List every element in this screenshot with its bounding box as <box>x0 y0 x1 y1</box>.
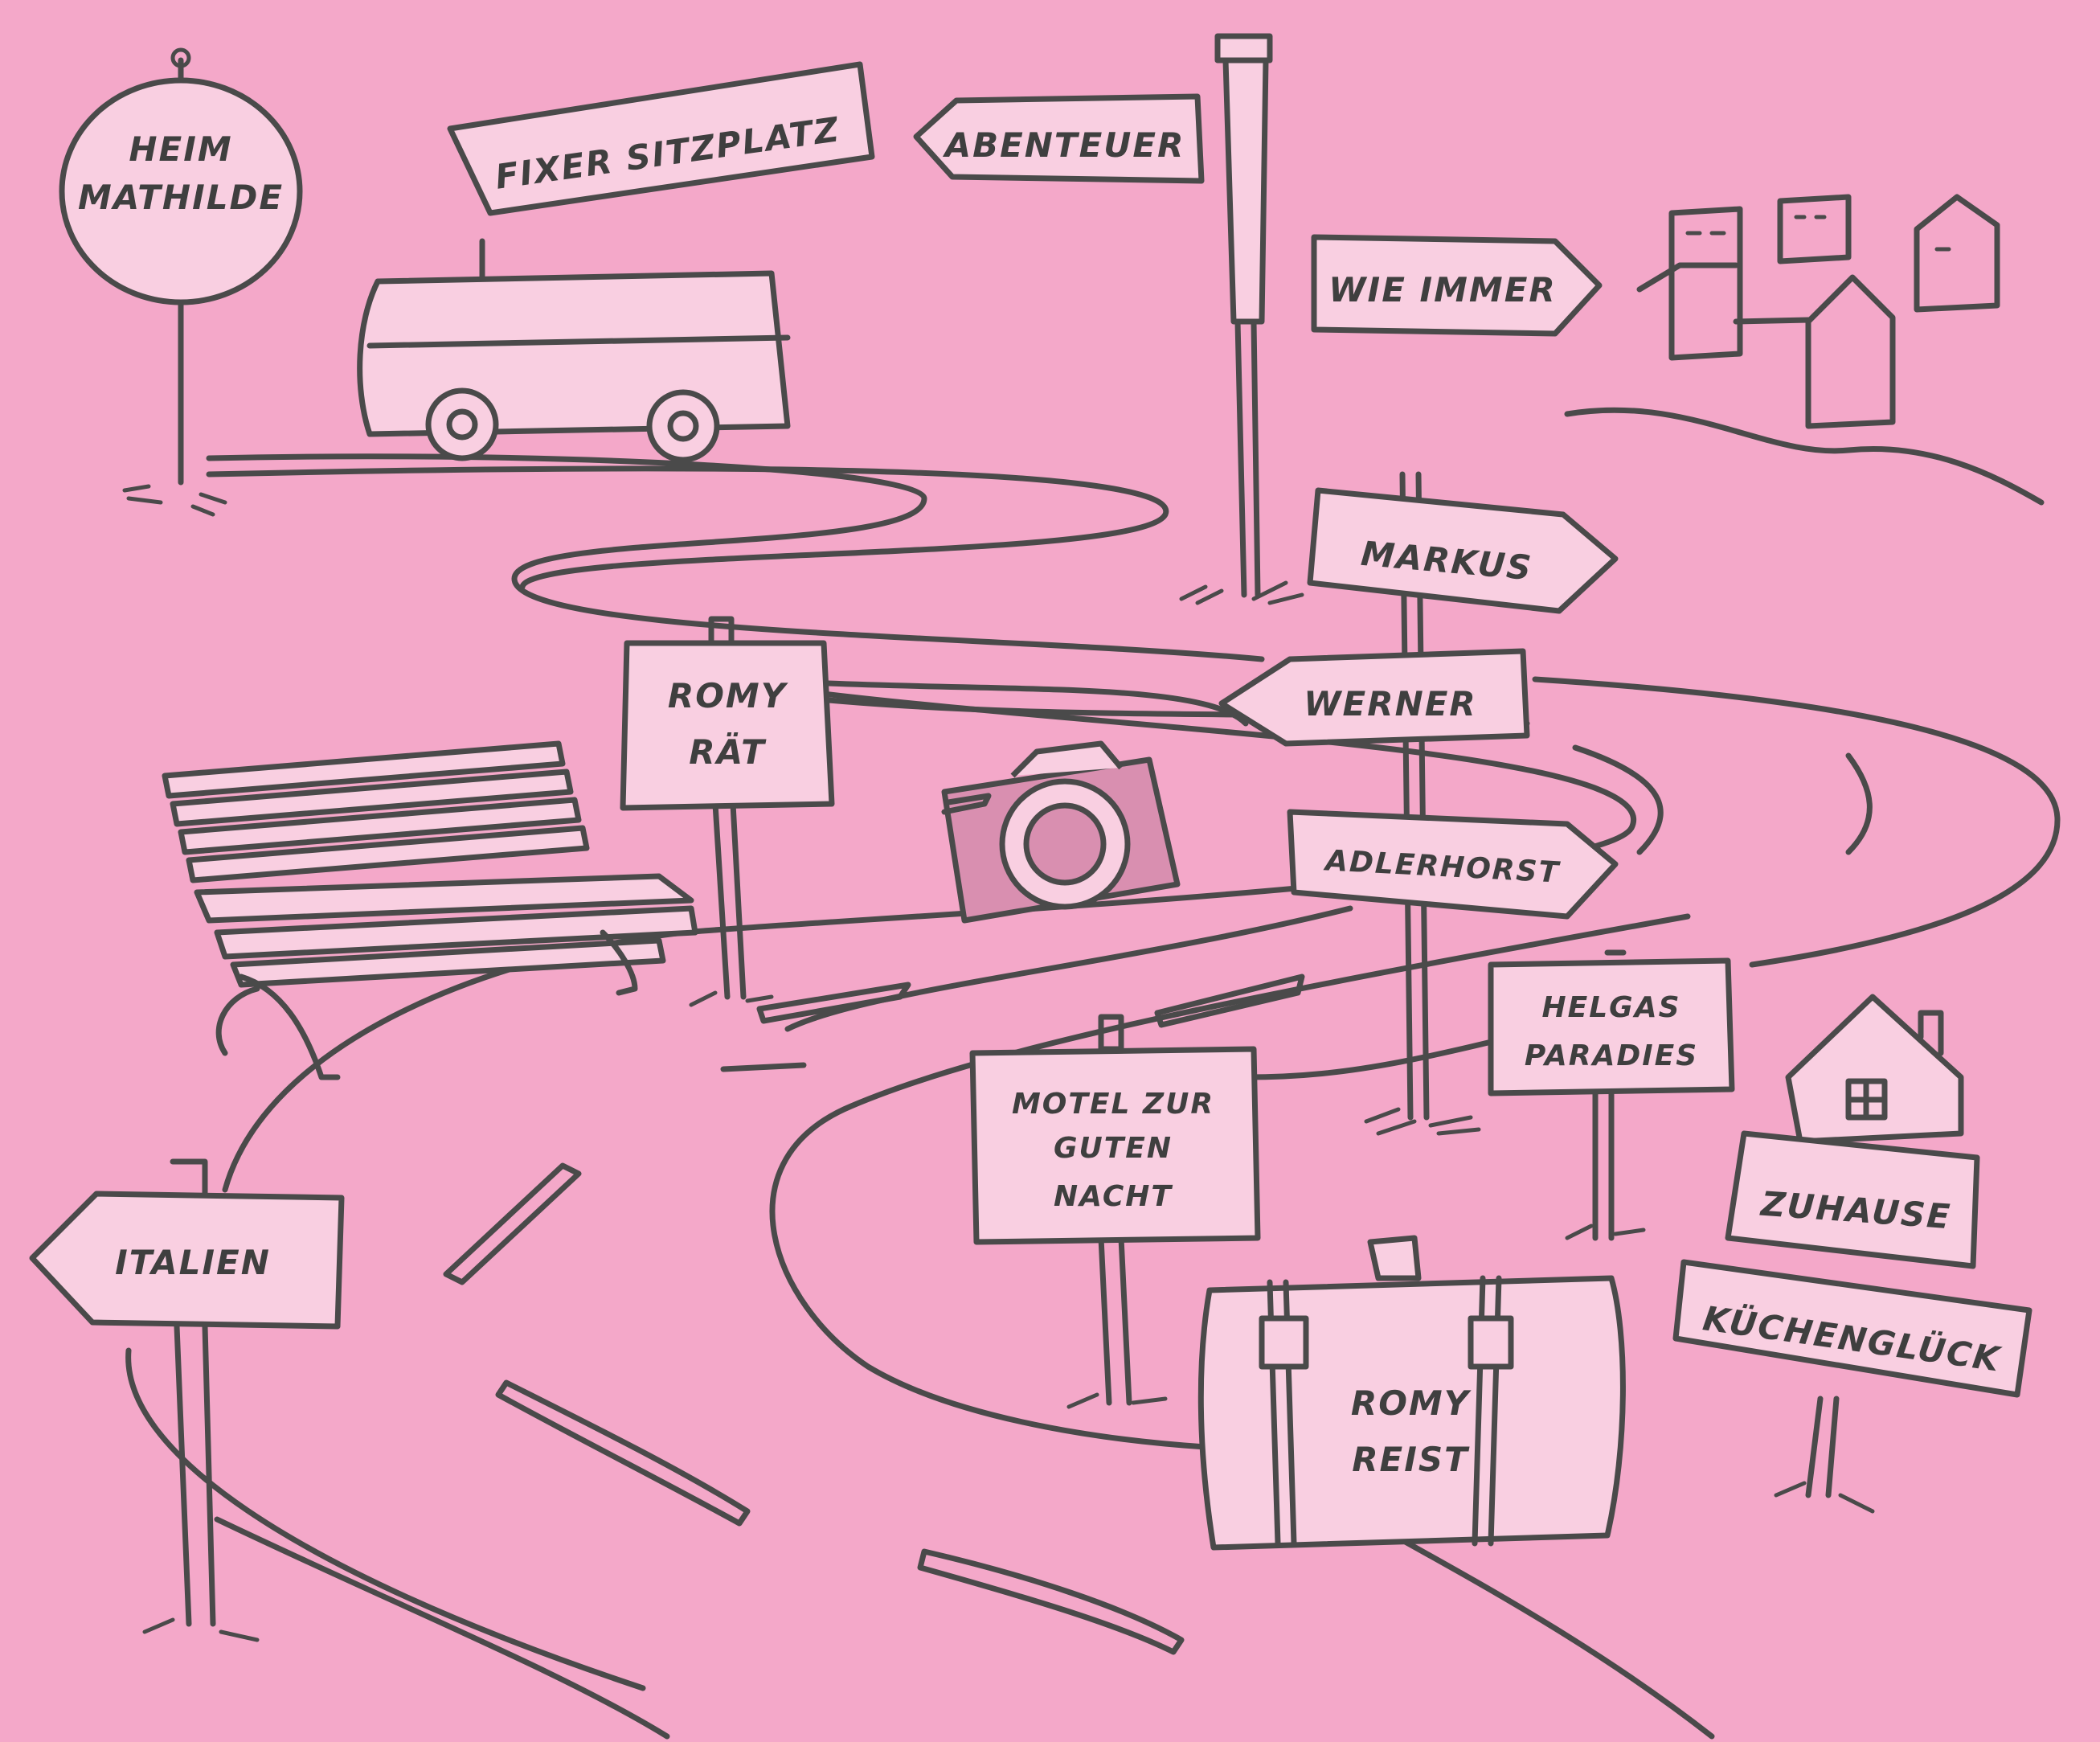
werner-label: WERNER <box>1304 684 1477 723</box>
bench-icon <box>162 740 698 1080</box>
sign-romy-raet: ROMY RÄT <box>620 616 835 1007</box>
romy-reist-line2: REIST <box>1352 1440 1470 1479</box>
town-icon <box>1564 194 2045 506</box>
romy-reist-line1: ROMY <box>1351 1383 1472 1423</box>
motel-line2: GUTEN <box>1054 1132 1173 1165</box>
signpost-markus-werner-adlerhorst: MARKUS WERNER ADLERHORST <box>1218 471 1619 1136</box>
sign-motel-zur-guten-nacht: MOTEL ZUR GUTEN NACHT <box>969 1014 1261 1409</box>
signpost-abenteuer-wie-immer: ABENTEUER WIE IMMER <box>913 33 1603 605</box>
abenteuer-label: ABENTEUER <box>943 125 1185 165</box>
camera-icon <box>941 740 1181 924</box>
motel-line3: NACHT <box>1054 1180 1173 1213</box>
wie-immer-label: WIE IMMER <box>1328 270 1557 309</box>
motel-line1: MOTEL ZUR <box>1012 1088 1214 1121</box>
house-icon <box>1785 994 1964 1145</box>
romy-raet-line1: ROMY <box>668 676 788 715</box>
heim-mathilde-line2: MATHILDE <box>78 178 284 217</box>
helgas-paradies-line2: PARADIES <box>1525 1039 1698 1072</box>
heim-mathilde-line1: HEIM <box>129 129 232 169</box>
sign-fixer-sitzplatz: FIXER SITZPLATZ <box>447 61 875 293</box>
helgas-paradies-line1: HELGAS <box>1542 991 1681 1024</box>
bus-icon <box>357 270 791 463</box>
sign-zuhause-kuechenglueck: ZUHAUSE KÜCHENGLÜCK <box>1672 994 2032 1514</box>
romy-raet-line2: RÄT <box>689 732 767 772</box>
sign-heim-mathilde: HEIM MATHILDE <box>59 47 303 517</box>
sign-helgas-paradies: HELGAS PARADIES <box>1488 949 1735 1241</box>
suitcase-icon: ROMY REIST <box>1197 1235 1626 1551</box>
italien-label: ITALIEN <box>115 1243 271 1282</box>
sign-italien: ITALIEN <box>29 1158 345 1642</box>
